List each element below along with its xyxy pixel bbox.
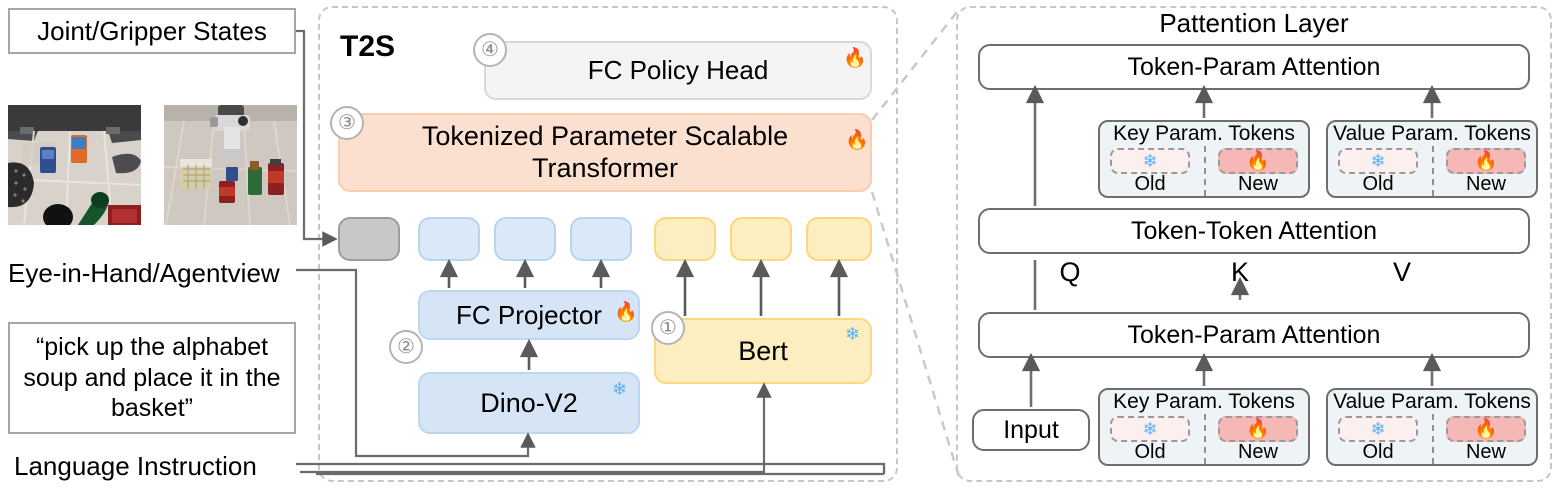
- param-card-divider: [1204, 146, 1206, 196]
- input-label: Input: [1003, 415, 1059, 444]
- pattention-title: Pattention Layer: [1159, 7, 1349, 38]
- new-param-label: New: [1237, 172, 1278, 195]
- snowflake-icon: ❄: [845, 324, 861, 344]
- new-param-chip[interactable]: 🔥: [1218, 416, 1298, 442]
- dino-v2-block[interactable]: Dino-V2: [418, 372, 640, 434]
- old-param-label: Old: [1134, 172, 1166, 195]
- step-badge-4: ④: [473, 33, 507, 67]
- old-param-chip[interactable]: ❄: [1338, 148, 1418, 174]
- snowflake-icon: ❄: [612, 379, 628, 399]
- step-badge-2: ②: [389, 330, 423, 364]
- new-param-chip[interactable]: 🔥: [1218, 148, 1298, 174]
- language-instruction-label: Language Instruction: [14, 451, 257, 481]
- top-token-param-attention-label: Token-Param Attention: [1127, 52, 1381, 81]
- fire-icon: 🔥: [1246, 150, 1270, 172]
- top-token-param-attention-block[interactable]: Token-Param Attention: [978, 44, 1530, 90]
- vision-token-2[interactable]: [494, 217, 556, 261]
- text-token-1[interactable]: [654, 217, 716, 261]
- fc-policy-head-label: FC Policy Head: [587, 55, 769, 85]
- snowflake-icon: ❄: [1142, 419, 1158, 439]
- eye-in-hand-thumbnail: [164, 105, 297, 225]
- new-param-chip[interactable]: 🔥: [1446, 148, 1526, 174]
- k-label: K: [1230, 256, 1249, 287]
- t2s-title: T2S: [340, 30, 396, 63]
- old-param-label: Old: [1362, 172, 1394, 195]
- joint-gripper-states-box: Joint/Gripper States: [8, 8, 296, 54]
- dino-v2-label: Dino-V2: [480, 387, 578, 418]
- new-param-chip[interactable]: 🔥: [1446, 416, 1526, 442]
- param-card-divider: [1432, 414, 1434, 464]
- key-param-tokens-title-lower: Key Param. Tokens: [1113, 390, 1295, 413]
- fc-policy-head-block[interactable]: FC Policy Head: [484, 41, 872, 100]
- fire-icon: 🔥: [843, 48, 867, 69]
- state-token[interactable]: [338, 217, 400, 261]
- value-param-tokens-title-upper: Value Param. Tokens: [1333, 122, 1531, 145]
- old-param-chip[interactable]: ❄: [1110, 416, 1190, 442]
- param-card-divider: [1204, 414, 1206, 464]
- text-token-3[interactable]: [806, 217, 872, 261]
- input-block[interactable]: Input: [972, 409, 1090, 451]
- old-param-chip[interactable]: ❄: [1338, 416, 1418, 442]
- token-token-attention-label: Token-Token Attention: [1131, 216, 1377, 245]
- eye-in-hand-agentview-label: Eye-in-Hand/Agentview: [8, 258, 280, 288]
- tpst-label: Tokenized Parameter Scalable Transformer: [421, 120, 789, 183]
- fire-icon: 🔥: [1246, 418, 1270, 440]
- fc-projector-label: FC Projector: [456, 299, 602, 330]
- vision-token-1[interactable]: [418, 217, 480, 261]
- new-param-label: New: [1465, 172, 1506, 195]
- fire-icon: 🔥: [1474, 418, 1498, 440]
- step-badge-1: ①: [651, 311, 685, 345]
- bert-block[interactable]: Bert: [654, 318, 872, 384]
- new-param-label: New: [1237, 440, 1278, 463]
- key-param-tokens-title-upper: Key Param. Tokens: [1113, 122, 1295, 145]
- new-param-label: New: [1465, 440, 1506, 463]
- old-param-label: Old: [1362, 440, 1394, 463]
- vision-token-3[interactable]: [570, 217, 632, 261]
- language-instruction-text: “pick up the alphabet soup and place it …: [23, 333, 281, 423]
- fc-projector-block[interactable]: FC Projector: [418, 290, 640, 340]
- fire-icon: 🔥: [1474, 150, 1498, 172]
- bert-label: Bert: [738, 335, 788, 366]
- snowflake-icon: ❄: [1142, 151, 1158, 171]
- old-param-label: Old: [1134, 440, 1166, 463]
- token-token-attention-block[interactable]: Token-Token Attention: [978, 208, 1530, 254]
- language-instruction-box: “pick up the alphabet soup and place it …: [8, 322, 296, 434]
- fire-icon: 🔥: [845, 130, 869, 151]
- fire-icon: 🔥: [614, 302, 638, 323]
- text-token-2[interactable]: [730, 217, 792, 261]
- bottom-token-param-attention-label: Token-Param Attention: [1127, 320, 1381, 349]
- v-label: V: [1392, 256, 1411, 287]
- tokenized-parameter-scalable-transformer-block[interactable]: Tokenized Parameter Scalable Transformer: [338, 113, 872, 192]
- snowflake-icon: ❄: [1370, 151, 1386, 171]
- value-param-tokens-title-lower: Value Param. Tokens: [1333, 390, 1531, 413]
- snowflake-icon: ❄: [1370, 419, 1386, 439]
- joint-gripper-states-label: Joint/Gripper States: [37, 15, 267, 46]
- q-label: Q: [1059, 256, 1081, 287]
- step-badge-3: ③: [330, 106, 364, 140]
- agentview-thumbnail: [8, 105, 141, 225]
- param-card-divider: [1432, 146, 1434, 196]
- bottom-token-param-attention-block[interactable]: Token-Param Attention: [978, 312, 1530, 358]
- old-param-chip[interactable]: ❄: [1110, 148, 1190, 174]
